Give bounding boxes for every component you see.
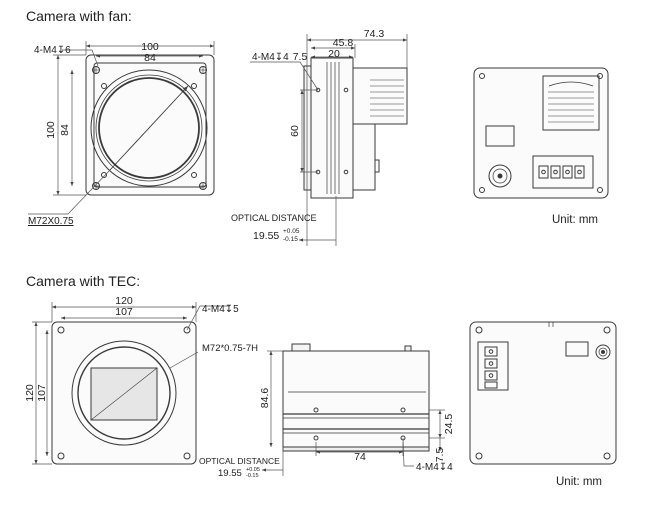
fan-front-hole [199,66,207,74]
fan-side-dimensions [250,34,408,246]
tec-front-hole [183,326,191,334]
tec-front-dim-inner-height: 107 [36,384,48,402]
fan-front-plate [93,62,207,188]
tec-front-hole [57,452,65,460]
fan-side-fan-unit [352,67,408,125]
fan-side-dim-total: 74.3 [364,28,385,40]
tec-back-power-connector [595,344,611,360]
tec-side-optical-label: OPTICAL DISTANCE [199,456,280,466]
tec-side-dim-height: 84.6 [259,388,271,409]
fan-front-hole [92,66,100,74]
tec-front-dim-outer-width: 120 [115,295,133,307]
fan-front-view [85,54,215,196]
fan-front-dim-inner-height: 84 [59,124,71,136]
tec-front-dim-inner-width: 107 [115,306,133,318]
tec-back-hole [603,452,611,460]
tec-side-dim-hole-h: 74 [354,451,366,463]
tec-back-hole [603,326,611,334]
fan-back-view [473,67,609,199]
fan-front-hole-note: 4-M4↧6 [34,45,71,56]
tec-front-hole [57,326,65,334]
tec-front-dim-outer-height: 120 [24,384,36,402]
fan-front-lens-bore [98,77,200,179]
fan-side-dim-front: 20 [328,48,340,60]
tec-back-view [469,321,617,465]
tec-side-dimensions [262,350,445,476]
tec-side-body [282,350,430,448]
tec-side-dim-hole-v: 24.5 [443,414,455,435]
fan-side-hole-note: 4-M4↧4 [252,52,289,63]
tec-front-thread-note: M72*0.75-7H [202,343,258,354]
fan-side-view [303,57,408,199]
fan-back-label-plate [485,125,515,147]
fan-front-mount-ring [90,69,208,187]
fan-front-body [85,54,215,196]
tec-front-hole [183,452,191,460]
tec-side-hole-note: 4-M4↧4 [416,462,453,473]
fan-side-optical-label: OPTICAL DISTANCE [231,213,317,223]
fan-front-dim-inner-width: 84 [144,52,156,64]
tec-side-dim-bottom: 7.5 [434,448,446,463]
fan-front-dimensions [28,41,215,215]
fan-side-tol-plus: +0.05 [283,228,300,235]
tec-front-view [51,321,197,465]
fan-back-power-connector [488,164,512,188]
fan-side-body [310,57,354,199]
tec-back-hole [475,452,483,460]
tec-side-optical-value: 19.55 [218,468,242,479]
tec-front-mount-ring [71,340,177,446]
tec-back-io-panel [477,341,509,391]
fan-back-fan-grille [542,75,600,131]
tec-side-tol-plus: +0.05 [246,467,260,473]
fan-front-thread-note: M72X0.75 [28,216,74,227]
fan-side-dim-body: 45.8 [333,37,354,49]
tec-section-title: Camera with TEC: [26,273,141,289]
tec-side-view [282,343,430,452]
fan-back-unit-label: Unit: mm [552,214,598,226]
tec-front-hole-note: 4-M4↧5 [202,304,239,315]
tec-front-dimensions [32,302,230,465]
fan-front-hole [199,182,207,190]
fan-side-optical-value: 19.55 [253,230,279,242]
fan-side-dim-hole-spacing: 60 [289,125,301,137]
tec-back-unit-label: Unit: mm [556,476,602,488]
tec-side-tol-minus: -0.15 [246,473,259,479]
tec-back-hole [475,326,483,334]
fan-side-tol-minus: -0.15 [283,236,298,243]
fan-section-title: Camera with fan: [26,8,132,24]
fan-front-dim-outer-height: 100 [45,121,57,139]
tec-back-body [469,321,617,465]
fan-side-dim-flange: 7.5 [293,51,308,63]
fan-front-dim-outer-width: 100 [141,41,159,53]
fan-front-diameter-arrow [109,85,189,171]
tec-back-label-plate [565,341,589,357]
fan-front-hole [92,182,100,190]
fan-back-io-panel [532,155,594,189]
